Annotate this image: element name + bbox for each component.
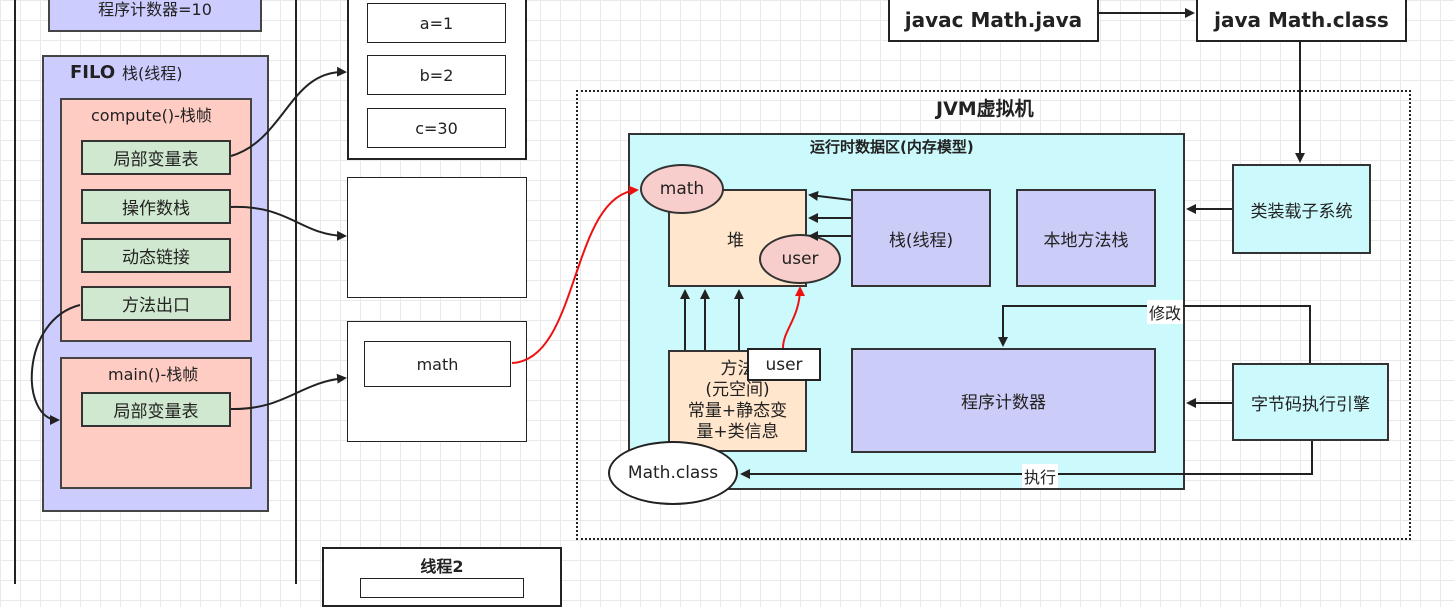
- thread-stack-label: 栈(线程): [122, 64, 183, 83]
- class-loader-box: 类装载子系统: [1232, 164, 1371, 254]
- math-class-ellipse: Math.class: [608, 441, 738, 505]
- operand-stack-box: [347, 177, 527, 298]
- java-command-box: java Math.class: [1196, 0, 1407, 42]
- execute-label: 执行: [1022, 464, 1059, 488]
- modify-label: 修改: [1147, 300, 1184, 324]
- jvm-title: JVM虚拟机: [936, 98, 1034, 120]
- left-border-line: [14, 0, 16, 584]
- thread2-inner: [360, 578, 524, 598]
- compute-dynamic-link: 动态链接: [81, 238, 231, 273]
- method-area-box: 方法 (元空间) 常量+静态变 量+类信息: [668, 350, 807, 452]
- var-b: b=2: [367, 55, 506, 95]
- math-var-box: math: [364, 341, 511, 387]
- thread2-title: 线程2: [420, 557, 464, 576]
- execution-engine-box: 字节码执行引擎: [1232, 363, 1389, 441]
- compute-operand-stack: 操作数栈: [81, 189, 231, 224]
- program-counter-value-box: 程序计数器=10: [48, 0, 262, 32]
- compute-method-exit: 方法出口: [81, 286, 231, 321]
- user-object: user: [759, 234, 841, 284]
- filo-label: FILO: [70, 62, 116, 83]
- divider-line: [295, 0, 297, 584]
- javac-command-box: javac Math.java: [888, 0, 1099, 42]
- main-local-vars: 局部变量表: [81, 392, 231, 427]
- var-c: c=30: [367, 108, 506, 148]
- var-a: a=1: [367, 3, 506, 43]
- program-counter-box: 程序计数器: [851, 348, 1156, 453]
- thread2-box: 线程2: [322, 547, 562, 607]
- main-frame-title: main()-栈帧: [108, 365, 199, 384]
- math-object: math: [640, 164, 724, 214]
- jvm-stack-box: 栈(线程): [851, 189, 991, 287]
- compute-frame-title: compute()-栈帧: [91, 106, 212, 125]
- method-user-box: user: [747, 348, 821, 381]
- runtime-area-title: 运行时数据区(内存模型): [810, 138, 974, 156]
- native-method-stack-box: 本地方法栈: [1016, 189, 1156, 287]
- heap-label: 堆: [727, 230, 744, 251]
- program-counter-value-text: 程序计数器=10: [98, 0, 212, 19]
- compute-local-vars: 局部变量表: [81, 140, 231, 175]
